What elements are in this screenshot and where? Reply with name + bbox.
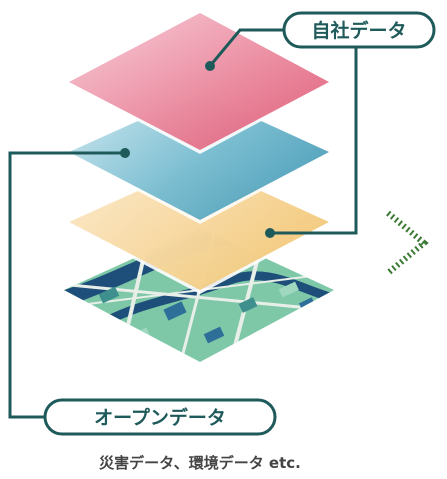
open-data-yellow-layer — [64, 160, 334, 294]
open-data-blue-layer — [64, 90, 334, 224]
own-data-connector — [205, 28, 284, 71]
own-data-layer — [64, 10, 334, 154]
own-data-label: 自社データ — [282, 11, 436, 49]
own-data-yellow-connector — [265, 44, 358, 238]
open-data-connector — [8, 148, 130, 419]
caption: 災害データ、環境データ etc. — [99, 454, 301, 472]
svg-text:自社データ: 自社データ — [311, 19, 406, 42]
open-data-label: オープンデータ — [43, 398, 277, 436]
map-layer — [64, 228, 334, 362]
chevron-right-icon — [386, 210, 429, 276]
svg-text:オープンデータ: オープンデータ — [94, 406, 226, 429]
